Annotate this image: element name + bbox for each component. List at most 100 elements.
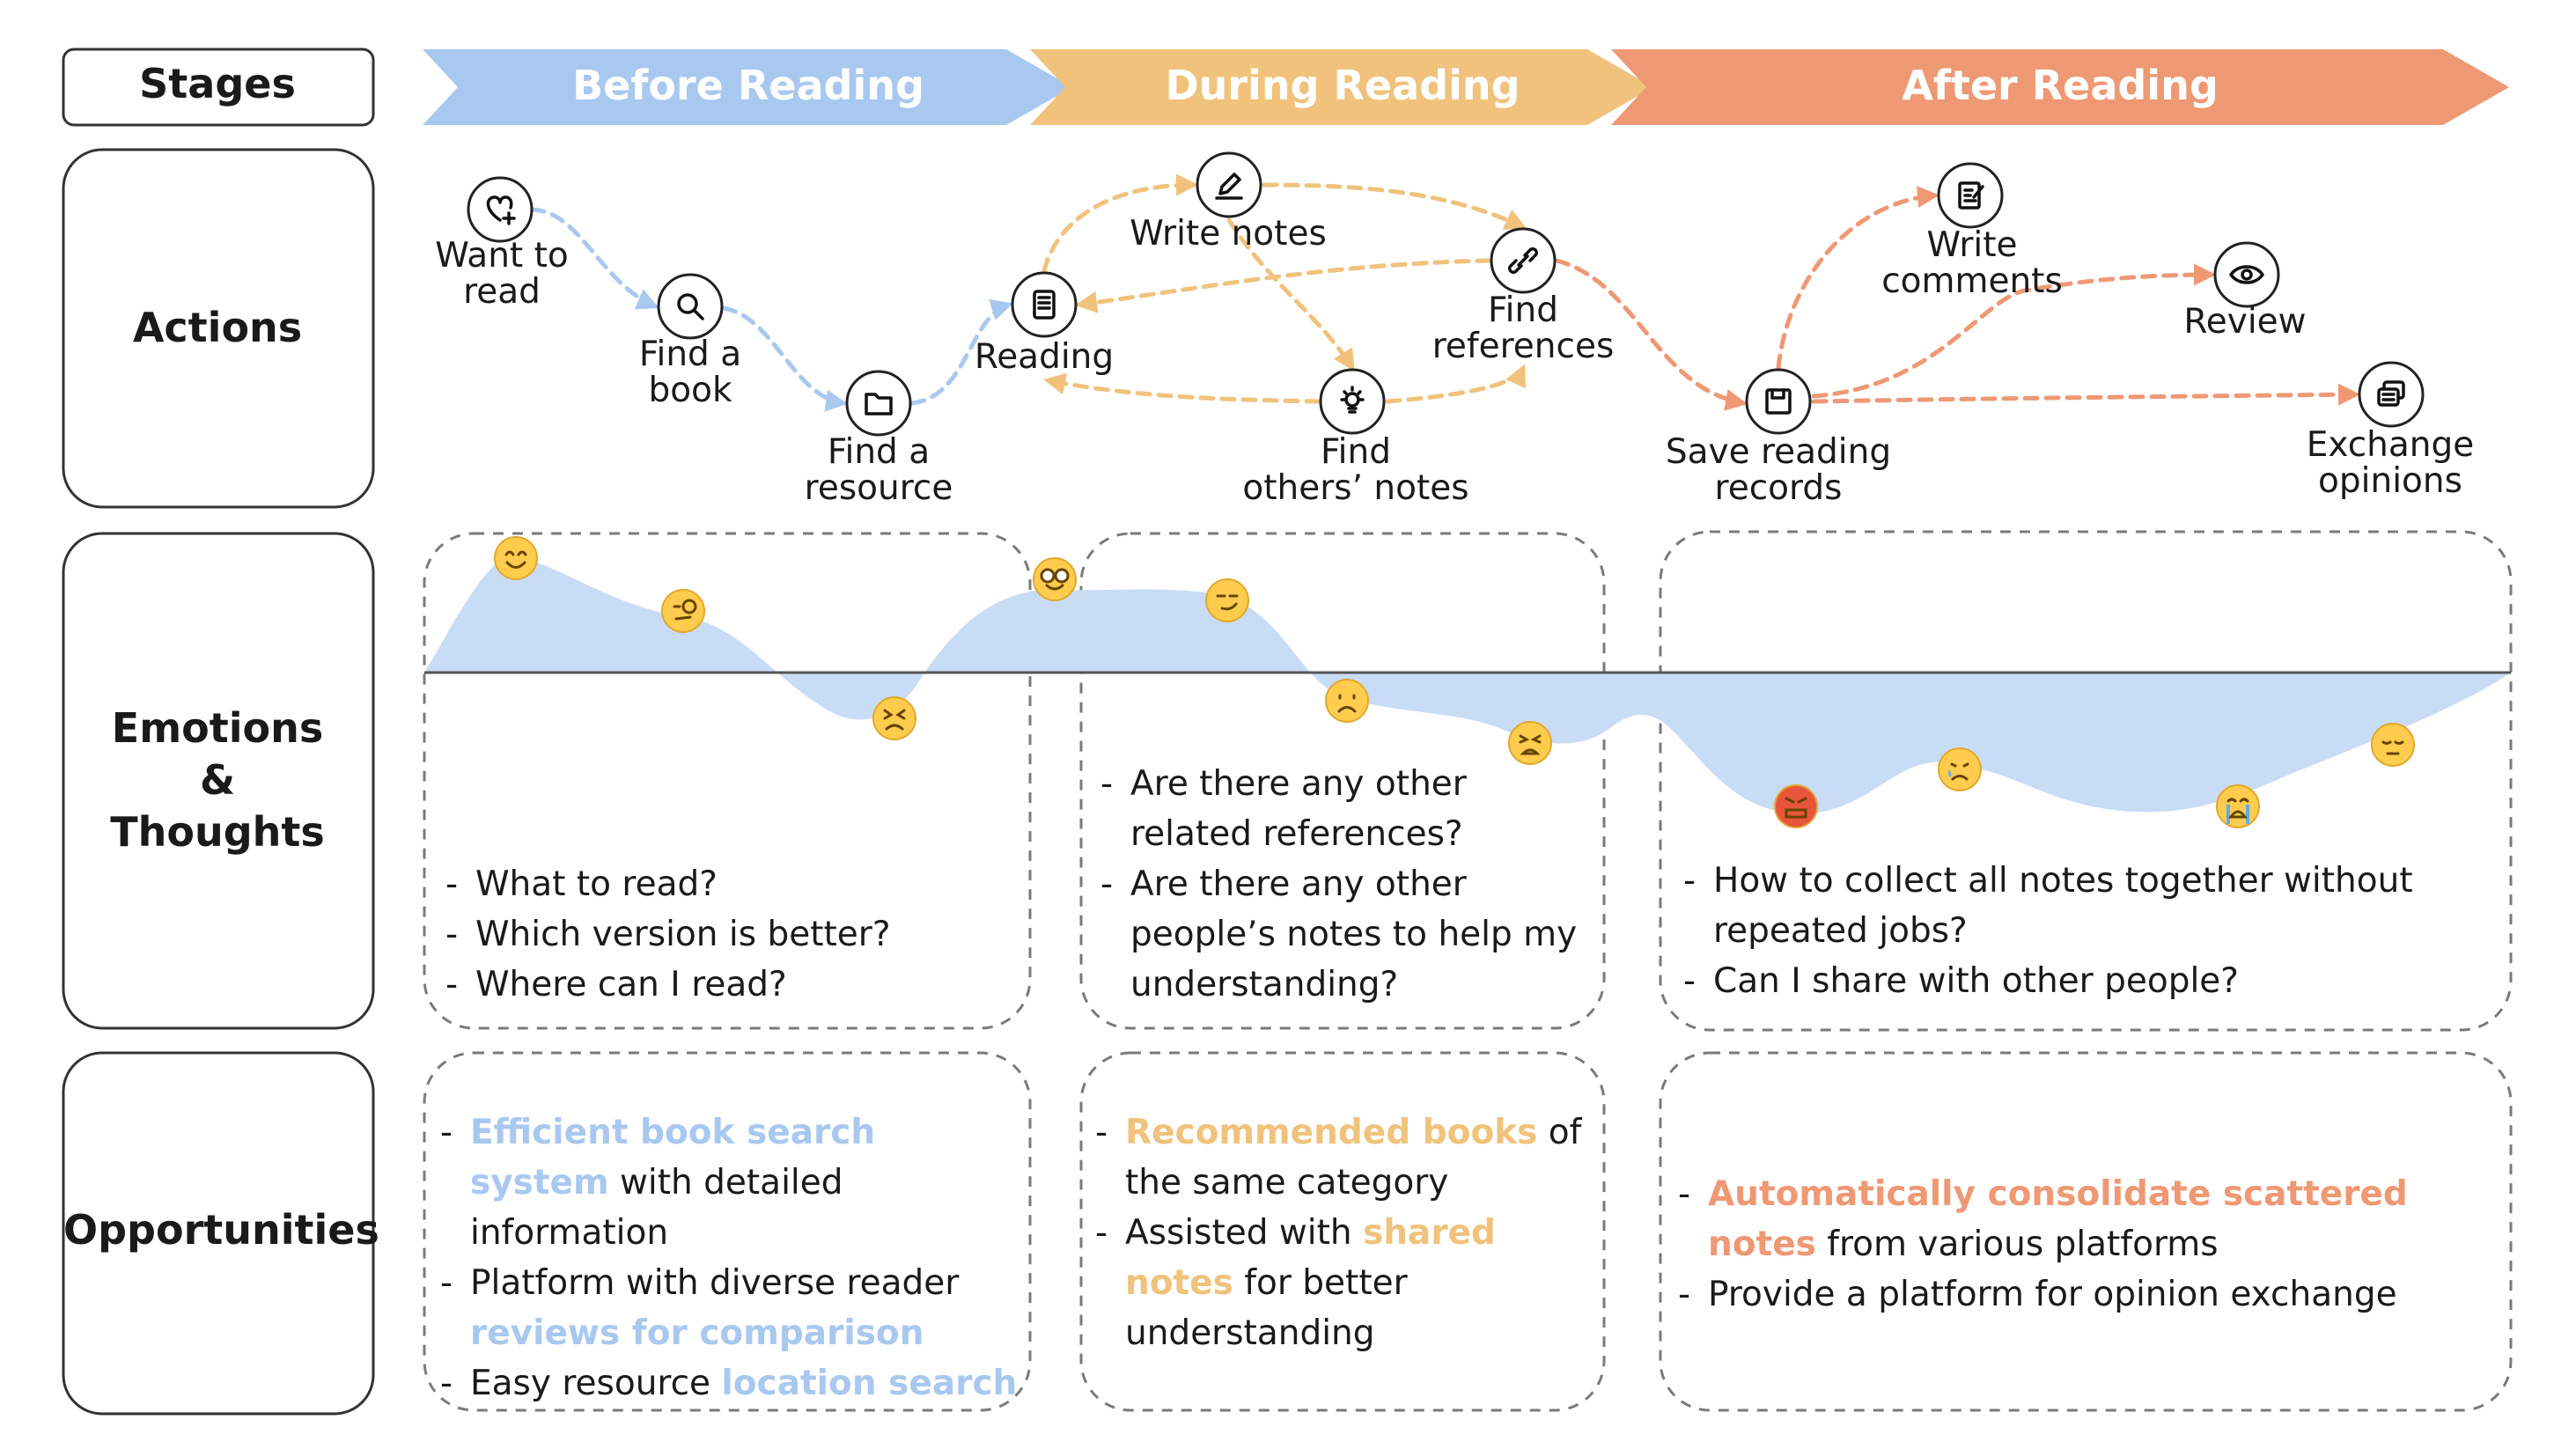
connector-refs-reading bbox=[1075, 258, 1492, 313]
sobbing-face-icon bbox=[2216, 784, 2260, 828]
action-label-line: Write notes bbox=[1130, 214, 1327, 254]
face-disc bbox=[872, 696, 916, 740]
action-label-line: read bbox=[463, 272, 541, 312]
row-box-actions bbox=[62, 148, 375, 509]
stage-title-during: During Reading bbox=[1165, 62, 1520, 109]
row-label-opportunities: Opportunities bbox=[63, 1206, 379, 1254]
reader-lines bbox=[1037, 296, 1051, 310]
face-mouth bbox=[1520, 748, 1541, 755]
stage-title-after: After Reading bbox=[1902, 62, 2219, 109]
action-label-review: Review bbox=[2148, 304, 2342, 340]
connector-others-reading bbox=[1043, 372, 1321, 404]
stage-chevron-before bbox=[423, 49, 1072, 125]
action-node-write-notes bbox=[1196, 151, 1262, 218]
opportunity-item: Efficient book search system with detail… bbox=[440, 1107, 1021, 1258]
action-node-find-resource bbox=[845, 370, 912, 437]
emotion-curve-area bbox=[424, 555, 2511, 814]
action-node-find-refs bbox=[1490, 227, 1557, 294]
action-label-line: records bbox=[1714, 468, 1843, 508]
thoughts-before-box bbox=[423, 532, 1032, 1030]
face-eyes bbox=[1519, 734, 1542, 744]
face-disc bbox=[1938, 747, 1982, 791]
opportunity-text: of the same category bbox=[1125, 1113, 1582, 1203]
glasses-left bbox=[1040, 568, 1056, 584]
action-node-save bbox=[1745, 368, 1812, 435]
opportunity-highlight: Efficient book search system bbox=[470, 1113, 876, 1203]
opportunity-text: from various platforms bbox=[1815, 1225, 2219, 1264]
row-label-actions: Actions bbox=[132, 304, 303, 351]
opportunity-text: Easy resource bbox=[470, 1364, 722, 1403]
folder-shape bbox=[865, 393, 893, 416]
opportunity-text: for better understanding bbox=[1125, 1263, 1408, 1353]
tear-streams bbox=[2226, 805, 2249, 824]
connector-save-comments bbox=[1776, 186, 1939, 371]
action-label-line: Write bbox=[1926, 225, 2018, 265]
action-label-find-book: Find a book bbox=[593, 336, 787, 408]
doc-lines bbox=[1963, 185, 1984, 202]
action-label-line: Reading bbox=[974, 337, 1115, 377]
opportunity-item: Provide a platform for opinion exchange bbox=[1678, 1269, 2506, 1320]
action-label-save-reading-records: Save reading records bbox=[1655, 434, 1902, 506]
thought-item: Are there any other related references? bbox=[1100, 759, 1593, 859]
connector-save-exchange bbox=[1811, 383, 2360, 406]
face-disc bbox=[1508, 721, 1552, 765]
face-disc bbox=[1033, 557, 1077, 601]
face-disc bbox=[661, 589, 705, 633]
connector-findbook-resource bbox=[721, 305, 848, 412]
face-eyes bbox=[883, 709, 906, 720]
face-mouth bbox=[1785, 808, 1807, 819]
bulb-shape bbox=[1344, 392, 1360, 408]
search-icon bbox=[677, 293, 704, 320]
opportunity-item: Platform with diverse reader reviews for… bbox=[440, 1258, 1021, 1358]
eye-icon bbox=[2229, 265, 2264, 284]
action-label-line: Save reading bbox=[1665, 432, 1892, 472]
node-circle bbox=[657, 273, 724, 340]
face-eyes bbox=[504, 550, 527, 556]
stage-chevron-during bbox=[1030, 49, 1653, 125]
cursing-face-icon bbox=[1774, 784, 1818, 828]
face-eyes bbox=[2226, 798, 2249, 803]
face-mouth bbox=[885, 724, 904, 731]
action-label-line: book bbox=[648, 371, 732, 410]
smirking-face-icon bbox=[1205, 578, 1249, 622]
edit-document-icon bbox=[1958, 181, 1984, 210]
row-box-emotions bbox=[62, 532, 375, 1030]
stage-chevron-after bbox=[1611, 49, 2509, 125]
plus-shape bbox=[502, 211, 516, 225]
connector-refs-save bbox=[1554, 258, 1748, 411]
save-icon bbox=[1765, 388, 1792, 415]
opportunity-text: with detailed information bbox=[470, 1163, 843, 1253]
opportunities-during-list: Recommended books of the same category A… bbox=[1095, 1107, 1588, 1358]
face-mouth bbox=[1951, 775, 1969, 781]
action-label-find-resource: Find a resource bbox=[773, 434, 984, 506]
face-disc bbox=[1325, 679, 1369, 723]
opportunity-text: Provide a platform for opinion exchange bbox=[1708, 1275, 2397, 1314]
opportunity-text: Assisted with bbox=[1125, 1213, 1364, 1253]
node-circle bbox=[845, 370, 912, 437]
action-label-line: references bbox=[1432, 327, 1615, 366]
action-node-find-others bbox=[1319, 368, 1386, 435]
ebook-reader-icon bbox=[1033, 290, 1056, 320]
action-label-line: Want to bbox=[435, 236, 569, 276]
face-eyes bbox=[1338, 694, 1356, 700]
face-disc bbox=[2371, 723, 2415, 767]
pen-icon bbox=[1215, 173, 1243, 200]
eye-shape bbox=[2229, 265, 2264, 284]
smiling-face-icon bbox=[494, 536, 538, 580]
opportunities-after-list: Automatically consolidate scattered note… bbox=[1678, 1169, 2506, 1320]
node-circle bbox=[2213, 241, 2280, 308]
action-label-write-comments: Write comments bbox=[1858, 227, 2087, 299]
thoughts-after-box bbox=[1659, 530, 2513, 1032]
action-label-line: opinions bbox=[2318, 461, 2462, 501]
lens-shape bbox=[677, 293, 698, 314]
node-circle bbox=[1319, 368, 1386, 435]
chat-lines bbox=[2381, 393, 2396, 401]
face-disc bbox=[1774, 784, 1818, 828]
disk-label bbox=[1770, 388, 1785, 400]
thoughts-before-list: What to read? Which version is better? W… bbox=[445, 859, 1009, 1010]
opportunity-text: Platform with diverse reader bbox=[470, 1263, 960, 1303]
face-mouth bbox=[1045, 584, 1064, 591]
row-label-emotions: Emotions bbox=[111, 704, 324, 752]
face-mouth bbox=[674, 615, 692, 621]
